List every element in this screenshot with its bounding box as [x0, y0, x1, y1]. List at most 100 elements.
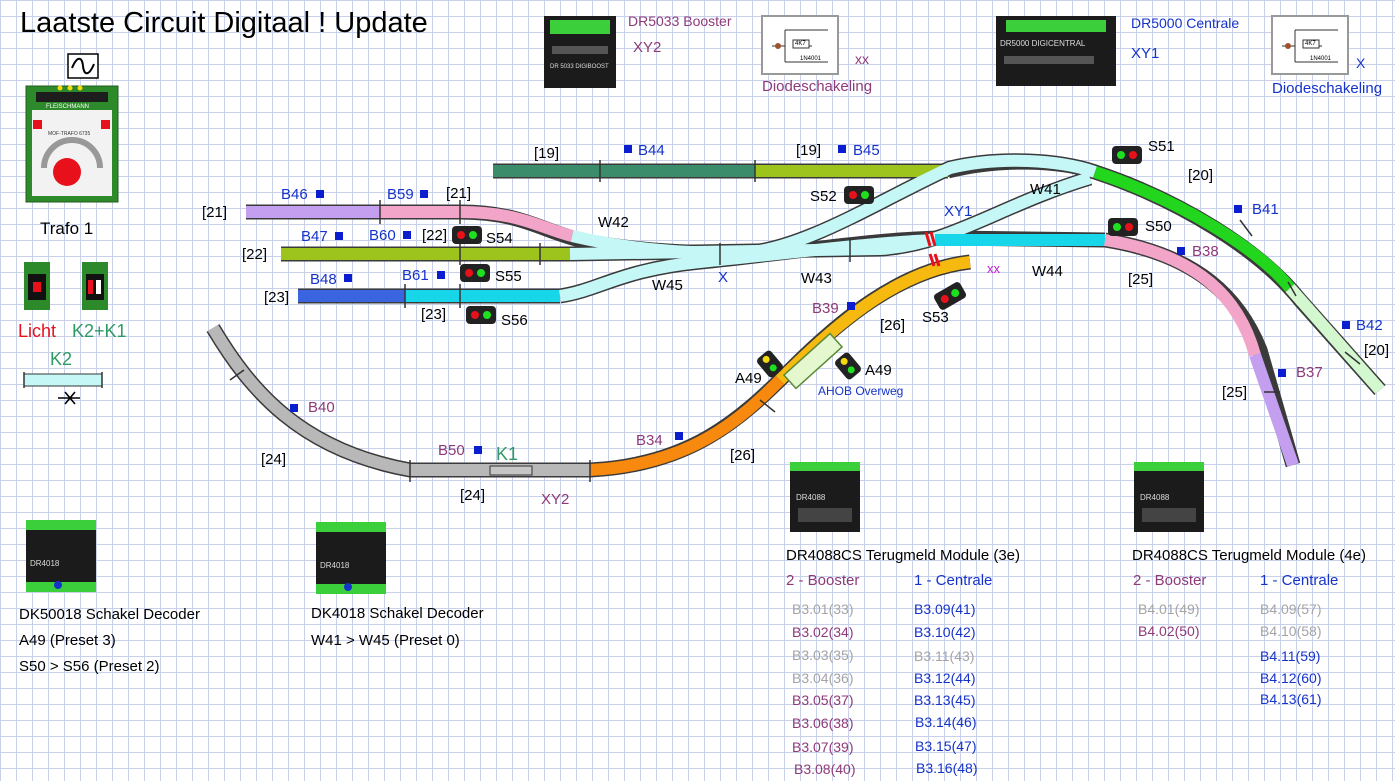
marker-xy1: XY1 [944, 203, 973, 220]
block-marker [335, 232, 343, 240]
module3-centrale-item: B3.12(44) [914, 670, 976, 686]
block-b44: B44 [638, 142, 665, 159]
block-b59: B59 [387, 186, 414, 203]
block-b38: B38 [1192, 243, 1219, 260]
diode1-label: Diodeschakeling [762, 78, 873, 95]
block-b34: B34 [636, 432, 663, 449]
module4-centrale-item: B4.09(57) [1260, 601, 1322, 617]
module4-booster-item: B4.02(50) [1138, 623, 1200, 639]
block-b37: B37 [1296, 364, 1323, 381]
signal-s55: S55 [495, 268, 522, 285]
module3-centrale-item: B3.15(47) [915, 738, 977, 754]
diode1-part: 1N4001 [800, 56, 822, 62]
block-b45: B45 [853, 142, 880, 159]
signal-s51: S51 [1148, 138, 1175, 155]
dk4018-line1: W41 > W45 (Preset 0) [311, 632, 460, 649]
diode-circuit-1 [761, 15, 839, 75]
block-b47: B47 [301, 228, 328, 245]
track-number: [24] [261, 451, 287, 468]
track-26-orange [589, 375, 785, 476]
track-number: [19] [796, 142, 822, 159]
marker-xx: xx [987, 261, 1000, 276]
dk50018-line2: S50 > S56 (Preset 2) [19, 658, 160, 675]
dr4018-screen-2: DR4018 [320, 561, 350, 570]
block-b48: B48 [310, 271, 337, 288]
k2k1-switch [82, 262, 108, 310]
block-marker [290, 404, 298, 412]
module3-booster-item: B3.05(37) [792, 692, 854, 708]
centrale-label: DR5000 Centrale [1131, 15, 1240, 31]
diode-circuit-2 [1271, 15, 1349, 75]
block-marker [847, 302, 855, 310]
block-marker [437, 271, 445, 279]
block-b42: B42 [1356, 317, 1383, 334]
trafo-label: Trafo 1 [40, 219, 94, 238]
module3-booster-item: B3.07(39) [792, 739, 854, 755]
track-number: [22] [422, 227, 448, 244]
module3-booster-item: B3.01(33) [792, 601, 854, 617]
module4-centrale-head: 1 - Centrale [1260, 572, 1339, 589]
licht-switch [24, 262, 50, 310]
module4-centrale-item: B4.10(58) [1260, 623, 1322, 639]
track-number: [23] [421, 306, 447, 323]
booster-code: XY2 [633, 39, 662, 56]
module3-booster-head: 2 - Booster [786, 572, 860, 589]
ac-symbol-icon [71, 57, 95, 75]
dr4088-screen-2: DR4088 [1140, 493, 1170, 502]
track-20-pale [1285, 284, 1385, 394]
dk50018-line1: A49 (Preset 3) [19, 632, 116, 649]
diode2-code: X [1356, 55, 1366, 71]
dr4018-device-1 [26, 520, 96, 592]
module3-title: DR4088CS Terugmeld Module (3e) [786, 547, 1021, 564]
trafo-brand: FLEISCHMANN [46, 104, 90, 110]
module4-booster-head: 2 - Booster [1133, 572, 1207, 589]
module4-centrale-item: B4.11(59) [1260, 648, 1321, 664]
track-number: [26] [880, 317, 906, 334]
switch-w43: W43 [801, 270, 832, 287]
block-b50: B50 [438, 442, 465, 459]
diode2-chip: 4K7 [1305, 41, 1316, 47]
marker-k1: K1 [496, 444, 519, 464]
module4-centrale-item: B4.13(61) [1260, 691, 1322, 707]
signal-s53: S53 [922, 309, 949, 326]
track-number: [20] [1364, 342, 1390, 359]
centrale-screen-text: DR5000 DIGICENTRAL [1000, 39, 1086, 48]
track-number: [20] [1188, 167, 1214, 184]
track-number: [25] [1222, 384, 1248, 401]
k2k1-label: K2+K1 [72, 321, 127, 341]
module3-booster-item: B3.02(34) [792, 624, 854, 640]
module3-booster-item: B3.04(36) [792, 670, 854, 686]
track-number: [22] [242, 246, 268, 263]
trafo-device [25, 53, 119, 203]
switch-w42: W42 [598, 214, 629, 231]
track-number: [25] [1128, 271, 1154, 288]
track-24-gray [207, 324, 590, 476]
booster-screen-text: DR 5033 DIGIBOOST [550, 64, 609, 70]
track-25-lilac [1249, 353, 1299, 467]
module3-booster-item: B3.06(38) [792, 715, 854, 731]
module3-centrale-item: B3.16(48) [916, 760, 978, 776]
marker-xy2: XY2 [541, 491, 570, 508]
switch-w44: W44 [1032, 263, 1063, 280]
block-marker [1278, 369, 1286, 377]
licht-label: Licht [18, 321, 57, 341]
module3-centrale-item: B3.10(42) [914, 624, 976, 640]
block-b61: B61 [402, 267, 429, 284]
signals [452, 146, 1142, 380]
block-b46: B46 [281, 186, 308, 203]
ahob-crossing [782, 332, 844, 390]
block-b41: B41 [1252, 201, 1279, 218]
block-marker [344, 274, 352, 282]
dr4088-screen-1: DR4088 [796, 493, 826, 502]
dr4018-device-2 [316, 522, 386, 594]
diode2-label: Diodeschakeling [1272, 80, 1383, 97]
track-number: [23] [264, 289, 290, 306]
track-number: [21] [202, 204, 228, 221]
module3-centrale-item: B3.14(46) [915, 714, 977, 730]
diode1-chip: 4K7 [795, 41, 806, 47]
diode1-code: xx [855, 51, 869, 67]
dk4018-title: DK4018 Schakel Decoder [311, 605, 484, 622]
dr4018-screen-1: DR4018 [30, 559, 60, 568]
signal-a49-right: A49 [865, 362, 892, 379]
track-20-green [1093, 166, 1295, 292]
